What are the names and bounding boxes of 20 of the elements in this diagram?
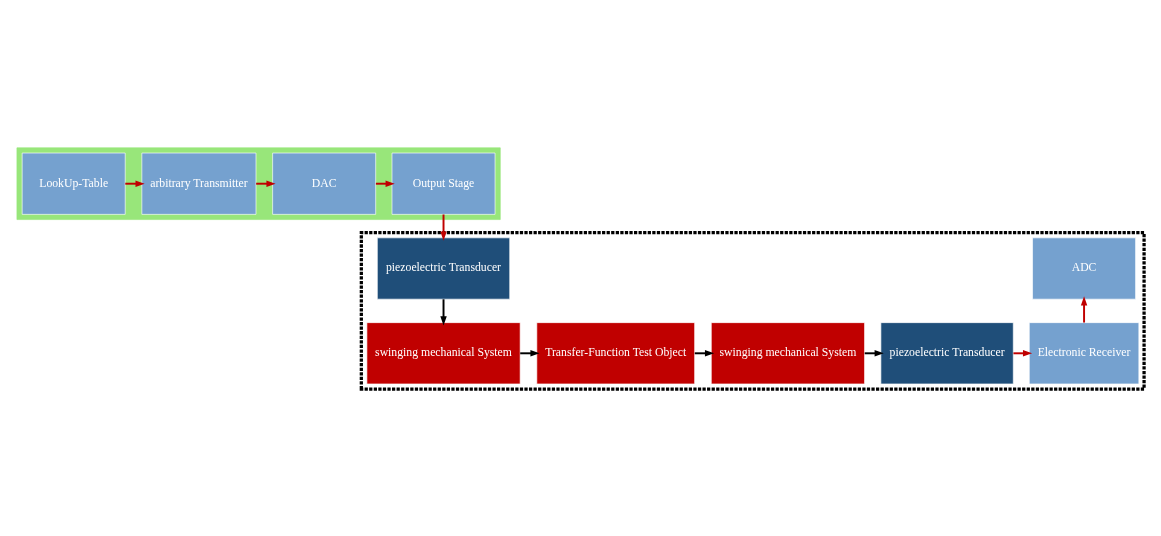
node-box: piezoelectric Transducer [880, 321, 1014, 384]
node-box: piezoelectric Transducer [377, 237, 511, 299]
node-box: ADC [1032, 237, 1136, 299]
node-box: DAC [272, 152, 376, 215]
arrow [255, 180, 276, 187]
node-box: swinging mechanical System [710, 321, 865, 384]
arrow [1012, 349, 1033, 356]
node-box: swinging mechanical System [366, 321, 521, 384]
node-box: Electronic Receiver [1028, 321, 1140, 384]
arrow [124, 180, 145, 187]
cluster [16, 147, 501, 220]
node-box: LookUp-Table [21, 152, 126, 215]
arrow [374, 180, 395, 187]
node-box: Output Stage [391, 152, 496, 215]
arrow [693, 349, 715, 356]
arrow [1080, 295, 1088, 324]
arrow [519, 349, 540, 356]
node-box: Transfer-Function Test Object [536, 321, 695, 384]
arrow [863, 349, 884, 356]
node-box: arbitrary Transmitter [141, 152, 257, 215]
